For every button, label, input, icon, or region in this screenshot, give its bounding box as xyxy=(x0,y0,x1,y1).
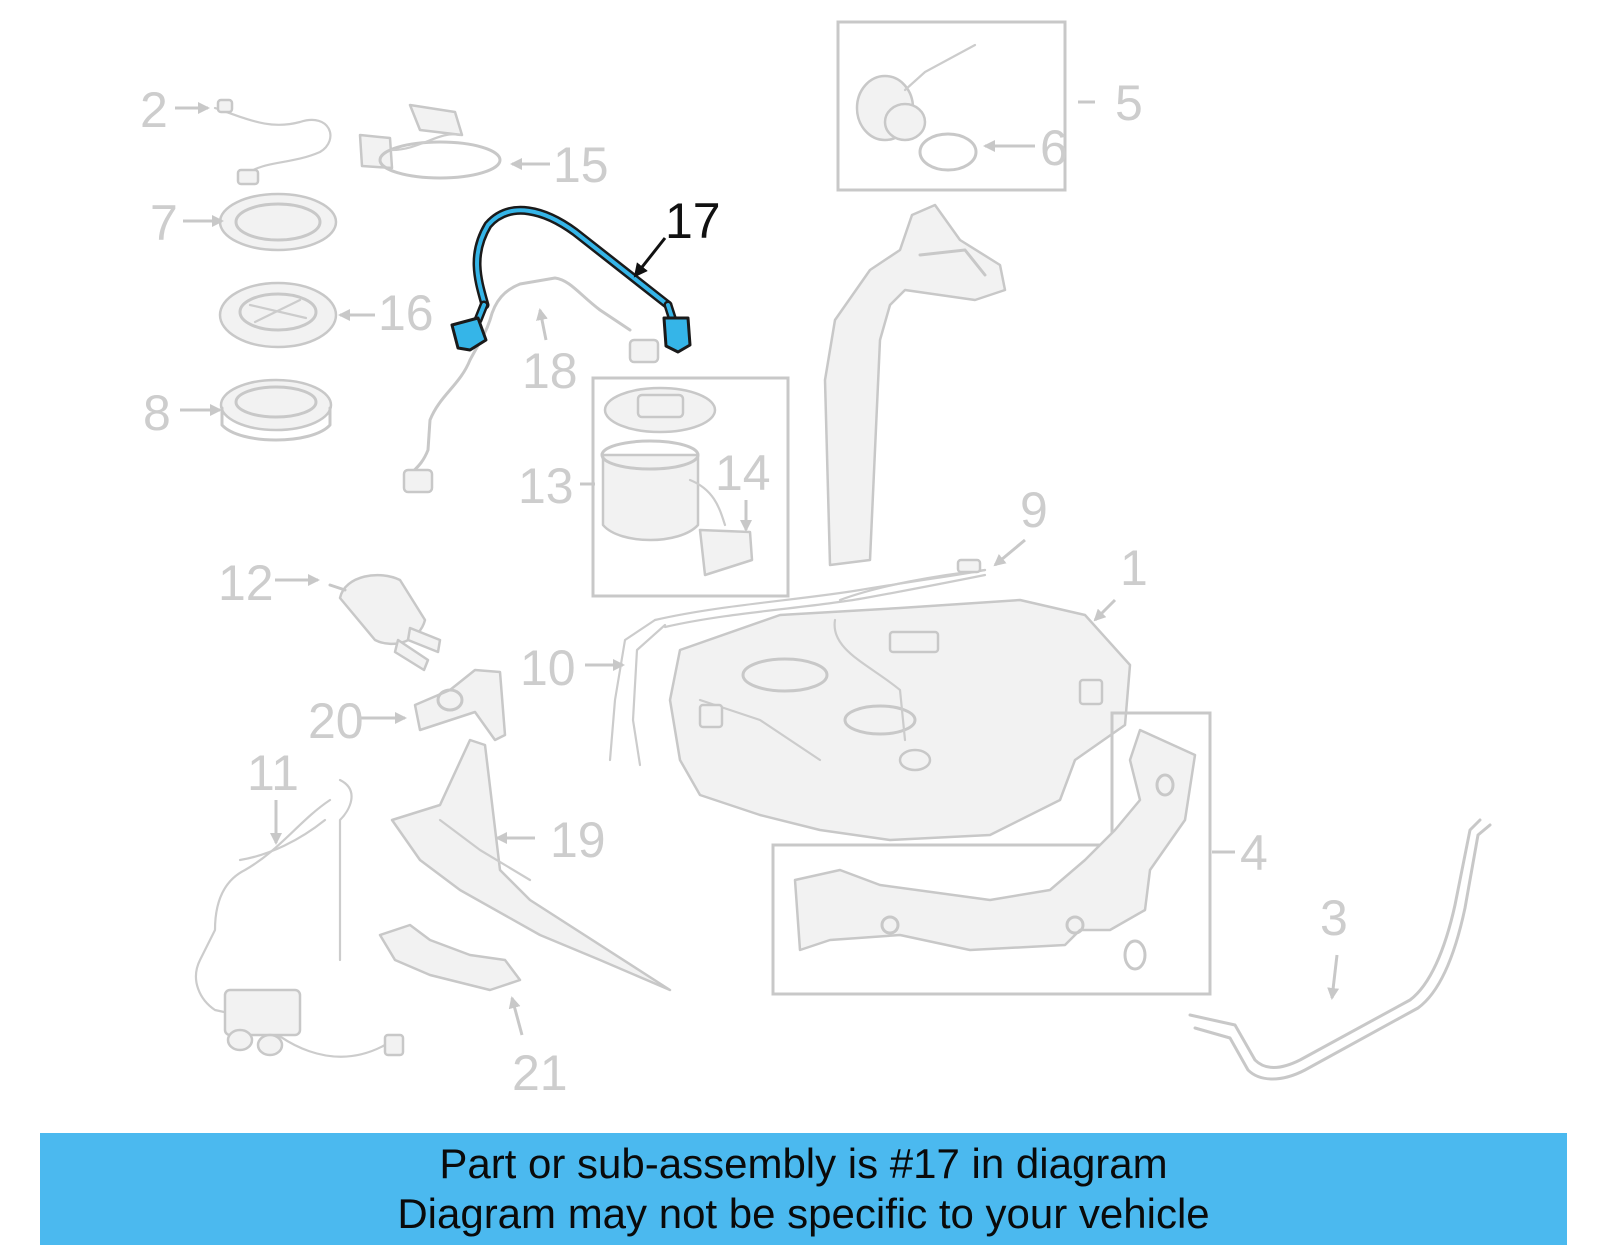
part-11-wiring-harness xyxy=(194,778,405,1058)
part-20-bracket xyxy=(413,668,507,742)
callout-labels: 1 2 3 4 5 6 7 8 9 10 11 12 13 14 15 16 1… xyxy=(140,75,1348,1101)
callout-18: 18 xyxy=(522,343,578,399)
callout-15: 15 xyxy=(553,137,609,193)
callout-8: 8 xyxy=(143,385,171,441)
callout-1: 1 xyxy=(1120,540,1148,596)
part-2-sensor-lead xyxy=(213,98,332,186)
part-19-heat-shield xyxy=(390,738,672,992)
callout-11: 11 xyxy=(247,745,299,801)
part-9-vent-line xyxy=(838,558,987,602)
part-7-lock-ring xyxy=(218,192,338,252)
part-21-connector xyxy=(378,923,522,992)
part-12-fuel-filter xyxy=(328,573,442,672)
filler-neck xyxy=(823,203,1007,567)
callout-3: 3 xyxy=(1320,890,1348,946)
callout-14: 14 xyxy=(715,445,771,501)
callout-20: 20 xyxy=(308,693,364,749)
part-1-fuel-tank xyxy=(668,598,1132,842)
part-8-seal xyxy=(219,378,333,442)
callout-6: 6 xyxy=(1040,120,1068,176)
callout-2: 2 xyxy=(140,82,168,138)
part-17-highlighted-hose[interactable] xyxy=(450,205,692,354)
part-13-box xyxy=(591,376,790,598)
callout-21: 21 xyxy=(512,1045,568,1101)
callout-9: 9 xyxy=(1020,482,1048,538)
part-16-flange xyxy=(218,281,338,349)
callout-7: 7 xyxy=(150,195,178,251)
callout-4: 4 xyxy=(1240,825,1268,881)
callout-17: 17 xyxy=(665,193,721,249)
part-5-box xyxy=(836,20,1067,192)
callout-12: 12 xyxy=(218,555,274,611)
callout-10: 10 xyxy=(520,640,576,696)
leader-lines xyxy=(175,100,1340,1036)
part-3-tank-strap xyxy=(1188,818,1492,1081)
part-15-sensor-connector xyxy=(358,103,502,180)
part-info-banner: Part or sub-assembly is #17 in diagram D… xyxy=(40,1133,1567,1245)
callout-16: 16 xyxy=(378,285,434,341)
banner-line-disclaimer: Diagram may not be specific to your vehi… xyxy=(397,1190,1210,1237)
part-4-box xyxy=(771,711,1212,996)
callout-5: 5 xyxy=(1115,75,1143,131)
callout-13: 13 xyxy=(518,458,574,514)
banner-line-part: Part or sub-assembly is #17 in diagram xyxy=(439,1140,1168,1187)
callout-19: 19 xyxy=(550,812,606,868)
part-10-fuel-lines xyxy=(608,568,987,767)
